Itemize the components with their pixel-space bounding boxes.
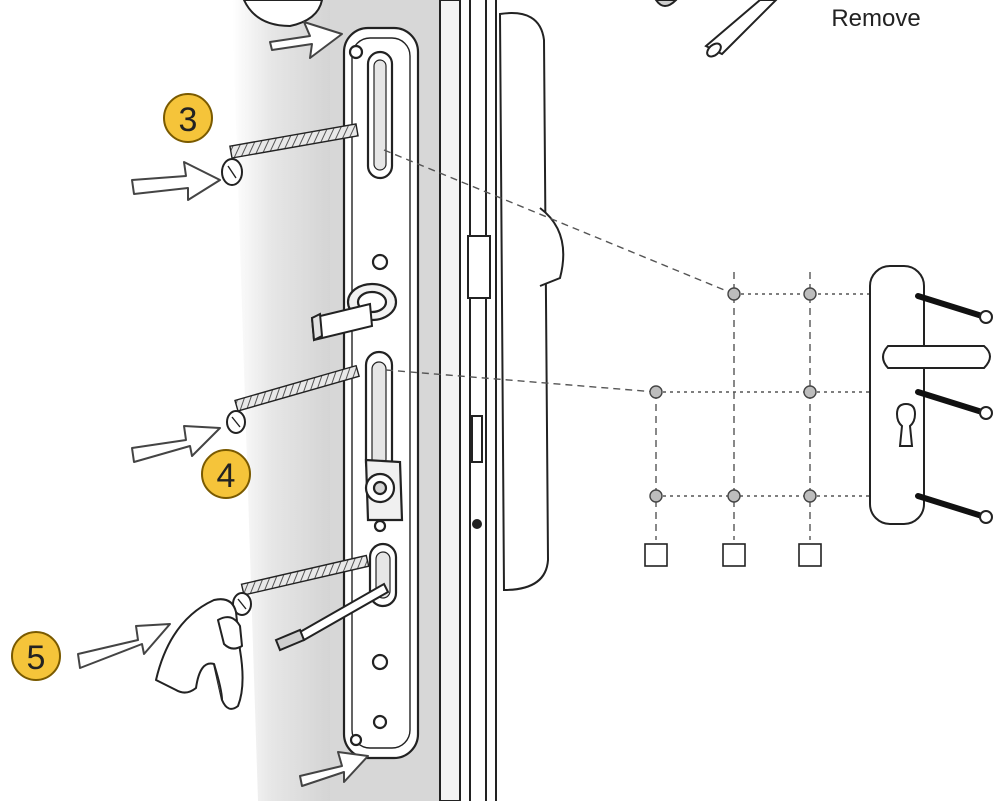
screw-5: [232, 554, 370, 616]
screw-3: [221, 123, 359, 186]
option-checkbox: [798, 543, 822, 567]
grid-hole-dot: [649, 489, 663, 503]
screwdriver-tool: [274, 582, 390, 652]
remove-label: Remove: [831, 5, 920, 32]
step-number-4: 4: [217, 457, 236, 495]
grid-hole-dot: [803, 489, 817, 503]
spindle: [310, 302, 374, 342]
step-number-3: 3: [179, 101, 198, 139]
hole-position-grid: [644, 272, 903, 567]
outside-handle: [498, 12, 565, 592]
step-badge-4-circle: [201, 449, 251, 499]
step-number-5: 5: [27, 639, 46, 677]
arrow-bottom-icon: [299, 751, 369, 787]
handle-screw: [915, 493, 993, 524]
handle-screw-shaft: [915, 293, 985, 319]
step-badge-4: 4: [201, 449, 251, 499]
grid-hole-dot: [649, 385, 663, 399]
leader-lines: [383, 149, 735, 393]
arrow-step3-icon: [131, 161, 221, 201]
handle-screw-head: [979, 406, 993, 420]
handle-screws: [915, 293, 993, 524]
backplate: [342, 26, 420, 760]
grid-hole-dot: [727, 489, 741, 503]
removed-pin-icon: [654, 0, 778, 58]
step-badge-5: 5: [11, 631, 61, 681]
door-frame-profile: [439, 0, 497, 801]
handle-screw-shaft: [915, 389, 985, 415]
grid-hole-dot: [803, 385, 817, 399]
screw-4: [226, 364, 360, 434]
arrow-top-icon: [269, 21, 343, 59]
option-checkbox: [722, 543, 746, 567]
handle-screw-shaft: [915, 493, 985, 519]
handle-screw-head: [979, 310, 993, 324]
push-arrows: [77, 21, 369, 787]
hand-top-icon: [242, 0, 324, 28]
step-badge-3: 3: [163, 93, 213, 143]
step-badge-5-circle: [11, 631, 61, 681]
handle-screw-head: [979, 510, 993, 524]
handle-screw: [915, 389, 993, 420]
option-checkbox: [644, 543, 668, 567]
arrow-step4-icon: [131, 425, 221, 463]
arrow-step5-icon: [77, 623, 171, 669]
grid-hole-dot: [727, 287, 741, 301]
hand-icon: [155, 598, 244, 710]
handle-plate: [869, 265, 991, 525]
step-badge-3-circle: [163, 93, 213, 143]
handle-screw: [915, 293, 993, 324]
grid-hole-dot: [803, 287, 817, 301]
